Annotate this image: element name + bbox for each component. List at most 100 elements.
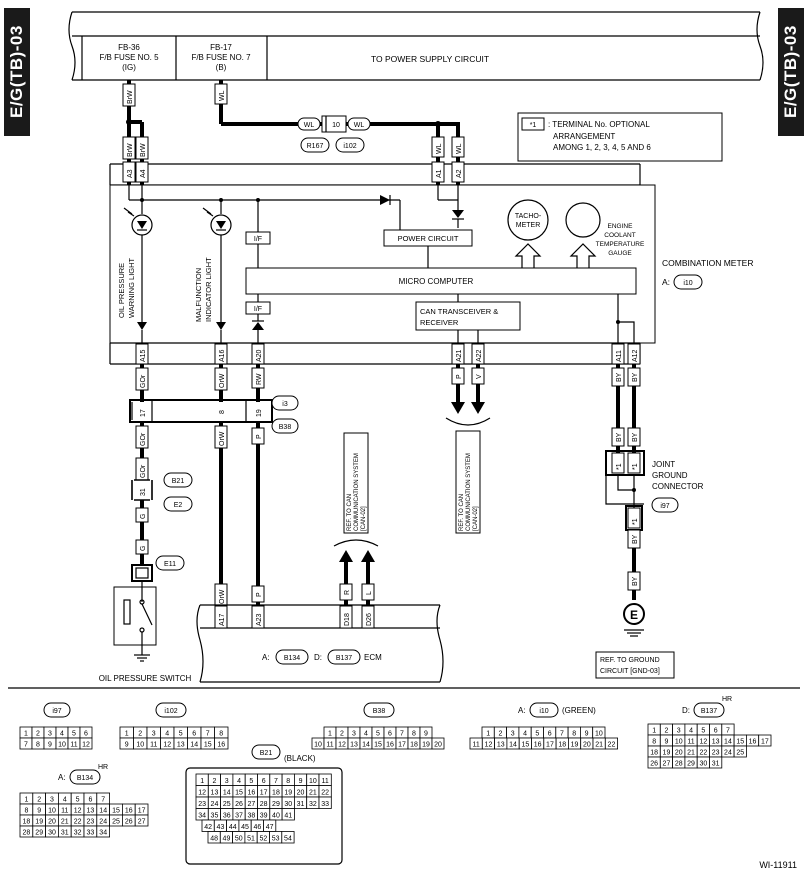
connector-b21-pin: 50 (235, 836, 243, 843)
connector-i97-cell (79, 737, 93, 750)
connector-b134-pin: 26 (125, 819, 133, 826)
connector-b38-pin: 12 (338, 742, 346, 749)
ecm-a-prefix: A: (262, 653, 270, 662)
connector-i102-pin: 9 (125, 742, 129, 749)
meter-bottom-connector: A15 A16 A20 A21 A22 A11 A12 (109, 342, 641, 365)
note-line2: ARRANGEMENT (553, 132, 615, 141)
connector-b21-pin: 26 (235, 801, 243, 808)
connector-b21-pin: 30 (284, 801, 292, 808)
connector-b137-cell (709, 756, 723, 769)
wire-v: V (476, 374, 483, 379)
connector-b38-pin: 4 (364, 731, 368, 738)
connector-b137-pin: 12 (699, 739, 707, 746)
connector-b21-pin: 27 (247, 801, 255, 808)
wire-brw-2: BrW (127, 143, 134, 157)
label-b21: B21 (172, 478, 185, 485)
can-ref-ecm-2: COMMUNICATION SYSTEM (354, 453, 360, 531)
combination-meter: OIL PRESSURE WARNING LIGHT MALFUNCTION I… (109, 184, 753, 344)
connector-b134-pin: 3 (50, 797, 54, 804)
note-line3: AMONG 1, 2, 3, 4, 5 AND 6 (553, 143, 651, 152)
connector-b38-pin: 5 (376, 731, 380, 738)
connector-b137-pin: 3 (677, 728, 681, 735)
connector-b21-pin: 42 (204, 824, 212, 831)
connector-b137-cell (733, 745, 747, 758)
connector-b134-pin: 5 (76, 797, 80, 804)
connector-b21-pin: 14 (223, 790, 231, 797)
connector-b38-pin: 7 (400, 731, 404, 738)
connector-i102-cell (214, 737, 229, 750)
connector-i97-pin: 10 (58, 742, 66, 749)
connector-i102-pin: 14 (190, 742, 198, 749)
coolant-label-1: ENGINE (608, 223, 634, 230)
pin-d18: D18 (344, 613, 351, 626)
pin-a2: A2 (456, 169, 463, 178)
connector-b21-pin: 6 (262, 778, 266, 785)
connector-i10-pin: 2 (498, 731, 502, 738)
connector-b134-pin: 13 (87, 808, 95, 815)
connector-b21-pin: 25 (223, 801, 231, 808)
tacho-label-1: TACHO- (515, 213, 542, 220)
connector-b21-pin: 16 (247, 790, 255, 797)
connector-b21-suffix: (BLACK) (284, 754, 316, 763)
connector-b134-pin: 4 (63, 797, 67, 804)
top-wiring: BrW BrW BrW WL WL WL WL 10 WL R167 i102 (122, 80, 465, 188)
connector-i97-pin: 2 (36, 731, 40, 738)
connector-b134-pin: 28 (23, 830, 31, 837)
connector-b38-pin: 19 (422, 742, 430, 749)
meter-conn: i10 (683, 280, 692, 287)
connector-b21-pin: 19 (284, 790, 292, 797)
connector-b21-pin: 21 (309, 790, 317, 797)
wire-r: R (344, 590, 351, 595)
lower-wiring: GOr OrW RW 17 8 19 i3 B38 GOr GOr OrW Or… (99, 364, 704, 683)
connector-b21-cell (281, 831, 295, 844)
connector-i10-pin: 3 (511, 731, 515, 738)
connector-b137-pin: 15 (736, 739, 744, 746)
connector-b38-pin: 18 (410, 742, 418, 749)
connector-i102-pin: 11 (150, 742, 157, 749)
meter-top-connector: A3 A4 A1 A2 (109, 161, 641, 186)
can-label-1: CAN TRANSCEIVER & (420, 307, 498, 316)
wire-gor-2: GOr (140, 432, 147, 446)
connector-b21-pin: 40 (272, 813, 280, 820)
can-label-2: RECEIVER (420, 318, 459, 327)
connector-i10-pin: 4 (523, 731, 527, 738)
label-r167: R167 (307, 143, 324, 150)
label-i97: i97 (660, 503, 669, 510)
pin-d26: D26 (366, 613, 373, 626)
connector-i10-pin: 16 (534, 742, 542, 749)
connector-b134-pin: 12 (74, 808, 82, 815)
note-line1: : TERMINAL No. OPTIONAL (548, 120, 650, 129)
connector-b21-pin: 39 (260, 813, 268, 820)
connector-b21-pin: 11 (322, 778, 329, 785)
connector-i10-pin: 6 (548, 731, 552, 738)
connector-b134-pin: 17 (138, 808, 146, 815)
connector-b134-pin: 24 (99, 819, 107, 826)
joint-label-1: JOINT (652, 460, 675, 469)
connector-b38-pin: 14 (362, 742, 370, 749)
pin-a23: A23 (256, 613, 263, 626)
connector-b137-pin: 6 (714, 728, 718, 735)
connector-i10-pin: 21 (595, 742, 603, 749)
pin-a20: A20 (256, 349, 263, 362)
connector-b137-pin: 13 (712, 739, 720, 746)
connector-b21-pin: 45 (241, 824, 249, 831)
connector-b21-pin: 17 (260, 790, 268, 797)
connector-i10-suffix: (GREEN) (562, 706, 596, 715)
connector-b134-pin: 25 (112, 819, 120, 826)
fuse2-name: F/B FUSE NO. 7 (191, 53, 251, 62)
connector-b137-pin: 21 (687, 750, 695, 757)
connector-i102-name: i102 (164, 708, 177, 715)
connector-b21-cell (281, 808, 295, 821)
ecm-d-prefix: D: (314, 653, 322, 662)
connector-b21-pin: 3 (225, 778, 229, 785)
connector-b38-pin: 6 (388, 731, 392, 738)
connector-i102-pin: 2 (138, 731, 142, 738)
can-ref-ecm-3: [CAN-02] (361, 506, 367, 531)
connector-b38-pin: 2 (340, 731, 344, 738)
power-supply-label: TO POWER SUPPLY CIRCUIT (371, 54, 489, 64)
connector-b21-pin: 51 (247, 836, 255, 843)
connector-i10-pin: 15 (521, 742, 529, 749)
connector-b134-pin: 8 (24, 808, 28, 815)
